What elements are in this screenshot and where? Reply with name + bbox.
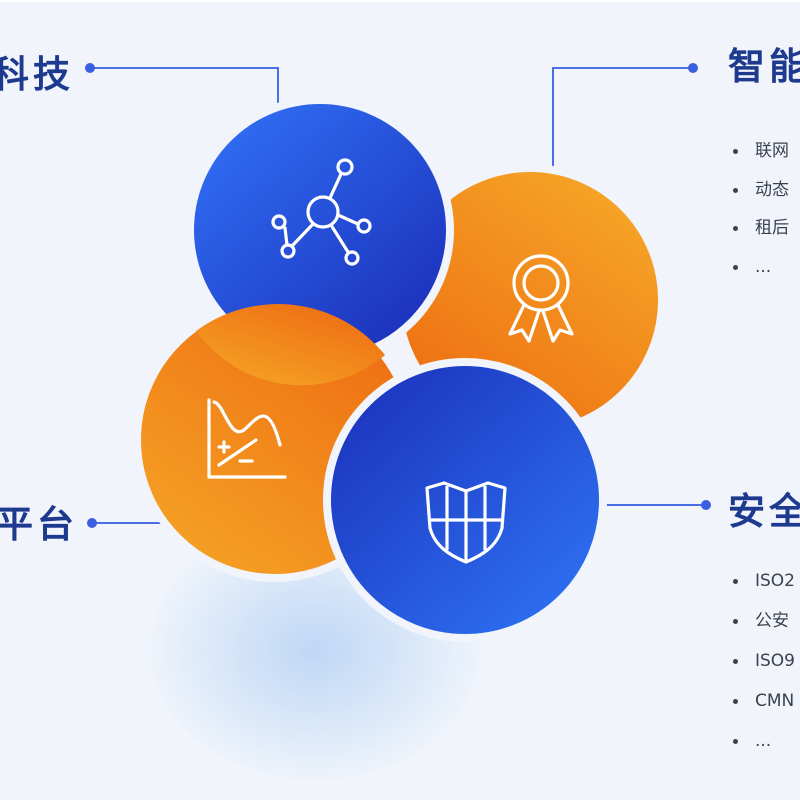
list-item: 租后 xyxy=(733,213,789,252)
trend-chart-icon xyxy=(207,398,287,479)
list-item: CMN xyxy=(733,686,795,726)
connector-dot-top-left xyxy=(85,63,95,73)
title-top-left: 科技 xyxy=(0,53,74,96)
list-item: 公安 xyxy=(733,606,795,646)
award-ribbon-icon xyxy=(508,254,574,343)
list-item: ... xyxy=(733,252,789,291)
connector-dot-bottom-left xyxy=(87,518,97,528)
connector-top-right xyxy=(552,67,693,168)
list-item: 动态 xyxy=(733,175,789,214)
list-item: ISO2 xyxy=(733,566,795,606)
shield-icon xyxy=(425,481,507,564)
list-top-right: 联网 动态 租后 ... xyxy=(733,136,789,290)
list-item: ISO9 xyxy=(733,646,795,686)
list-item: ... xyxy=(733,726,795,766)
title-bottom-left: 平台 xyxy=(0,503,78,546)
list-bottom-right: ISO2 公安 ISO9 CMN ... xyxy=(733,566,795,766)
top-border xyxy=(0,0,800,2)
title-bottom-right: 安全 xyxy=(728,490,800,533)
network-icon xyxy=(271,158,372,266)
connector-dot-bottom-right xyxy=(701,500,711,510)
petal-bottom-left-overlap xyxy=(196,304,385,386)
list-item: 联网 xyxy=(733,136,789,175)
connector-top-left xyxy=(90,67,279,118)
title-top-right: 智能 xyxy=(728,45,800,88)
connector-dot-top-right xyxy=(688,63,698,73)
